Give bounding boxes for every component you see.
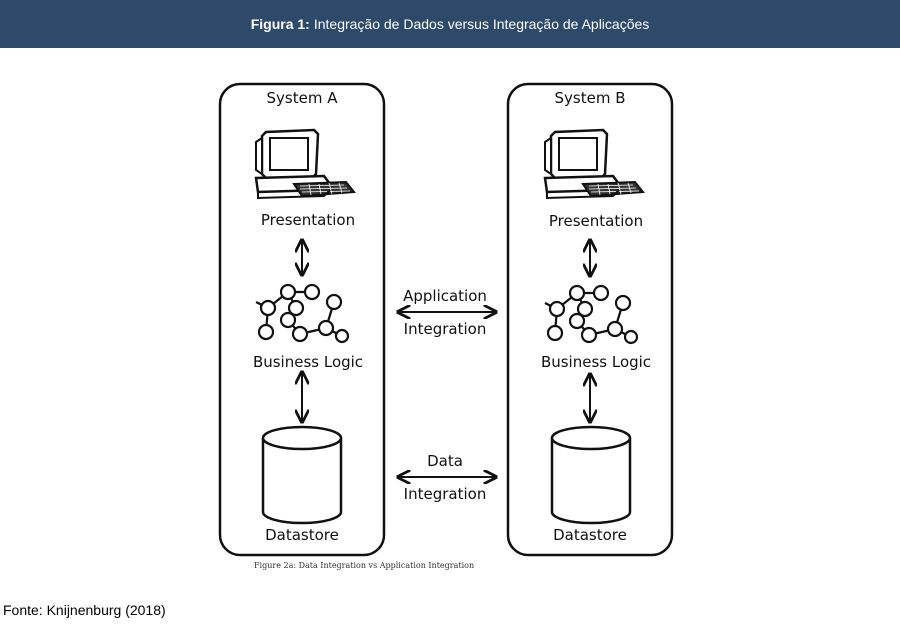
data-integration-line1: Data xyxy=(427,452,463,470)
system-a-title: System A xyxy=(267,89,339,107)
figure-source: Fonte: Knijnenburg (2018) xyxy=(3,602,166,618)
application-integration-line2: Integration xyxy=(404,320,487,338)
system-b-business-logic-label: Business Logic xyxy=(541,353,651,371)
system-b-presentation-label: Presentation xyxy=(549,212,643,230)
figure-title: Integração de Dados versus Integração de… xyxy=(313,16,650,32)
system-a-presentation-label: Presentation xyxy=(261,211,355,229)
database-cylinder-icon xyxy=(261,425,343,525)
system-a-business-logic-label: Business Logic xyxy=(253,353,363,371)
figure-label: Figura 1: xyxy=(250,16,310,32)
system-a-box xyxy=(218,82,386,557)
figure-header: Figura 1: Integração de Dados versus Int… xyxy=(0,0,900,48)
application-integration-line1: Application xyxy=(403,287,487,305)
system-a-datastore-label: Datastore xyxy=(265,526,339,544)
network-graph-icon xyxy=(254,283,350,344)
computer-icon xyxy=(254,128,356,200)
system-b-box xyxy=(506,82,674,557)
network-graph-icon xyxy=(543,284,639,345)
data-integration-line2: Integration xyxy=(404,485,487,503)
system-b-datastore-label: Datastore xyxy=(553,526,627,544)
computer-icon xyxy=(543,128,645,200)
database-cylinder-icon xyxy=(550,425,632,525)
figure-caption: Figure 2a: Data Integration vs Applicati… xyxy=(254,561,475,570)
system-b-title: System B xyxy=(555,89,626,107)
